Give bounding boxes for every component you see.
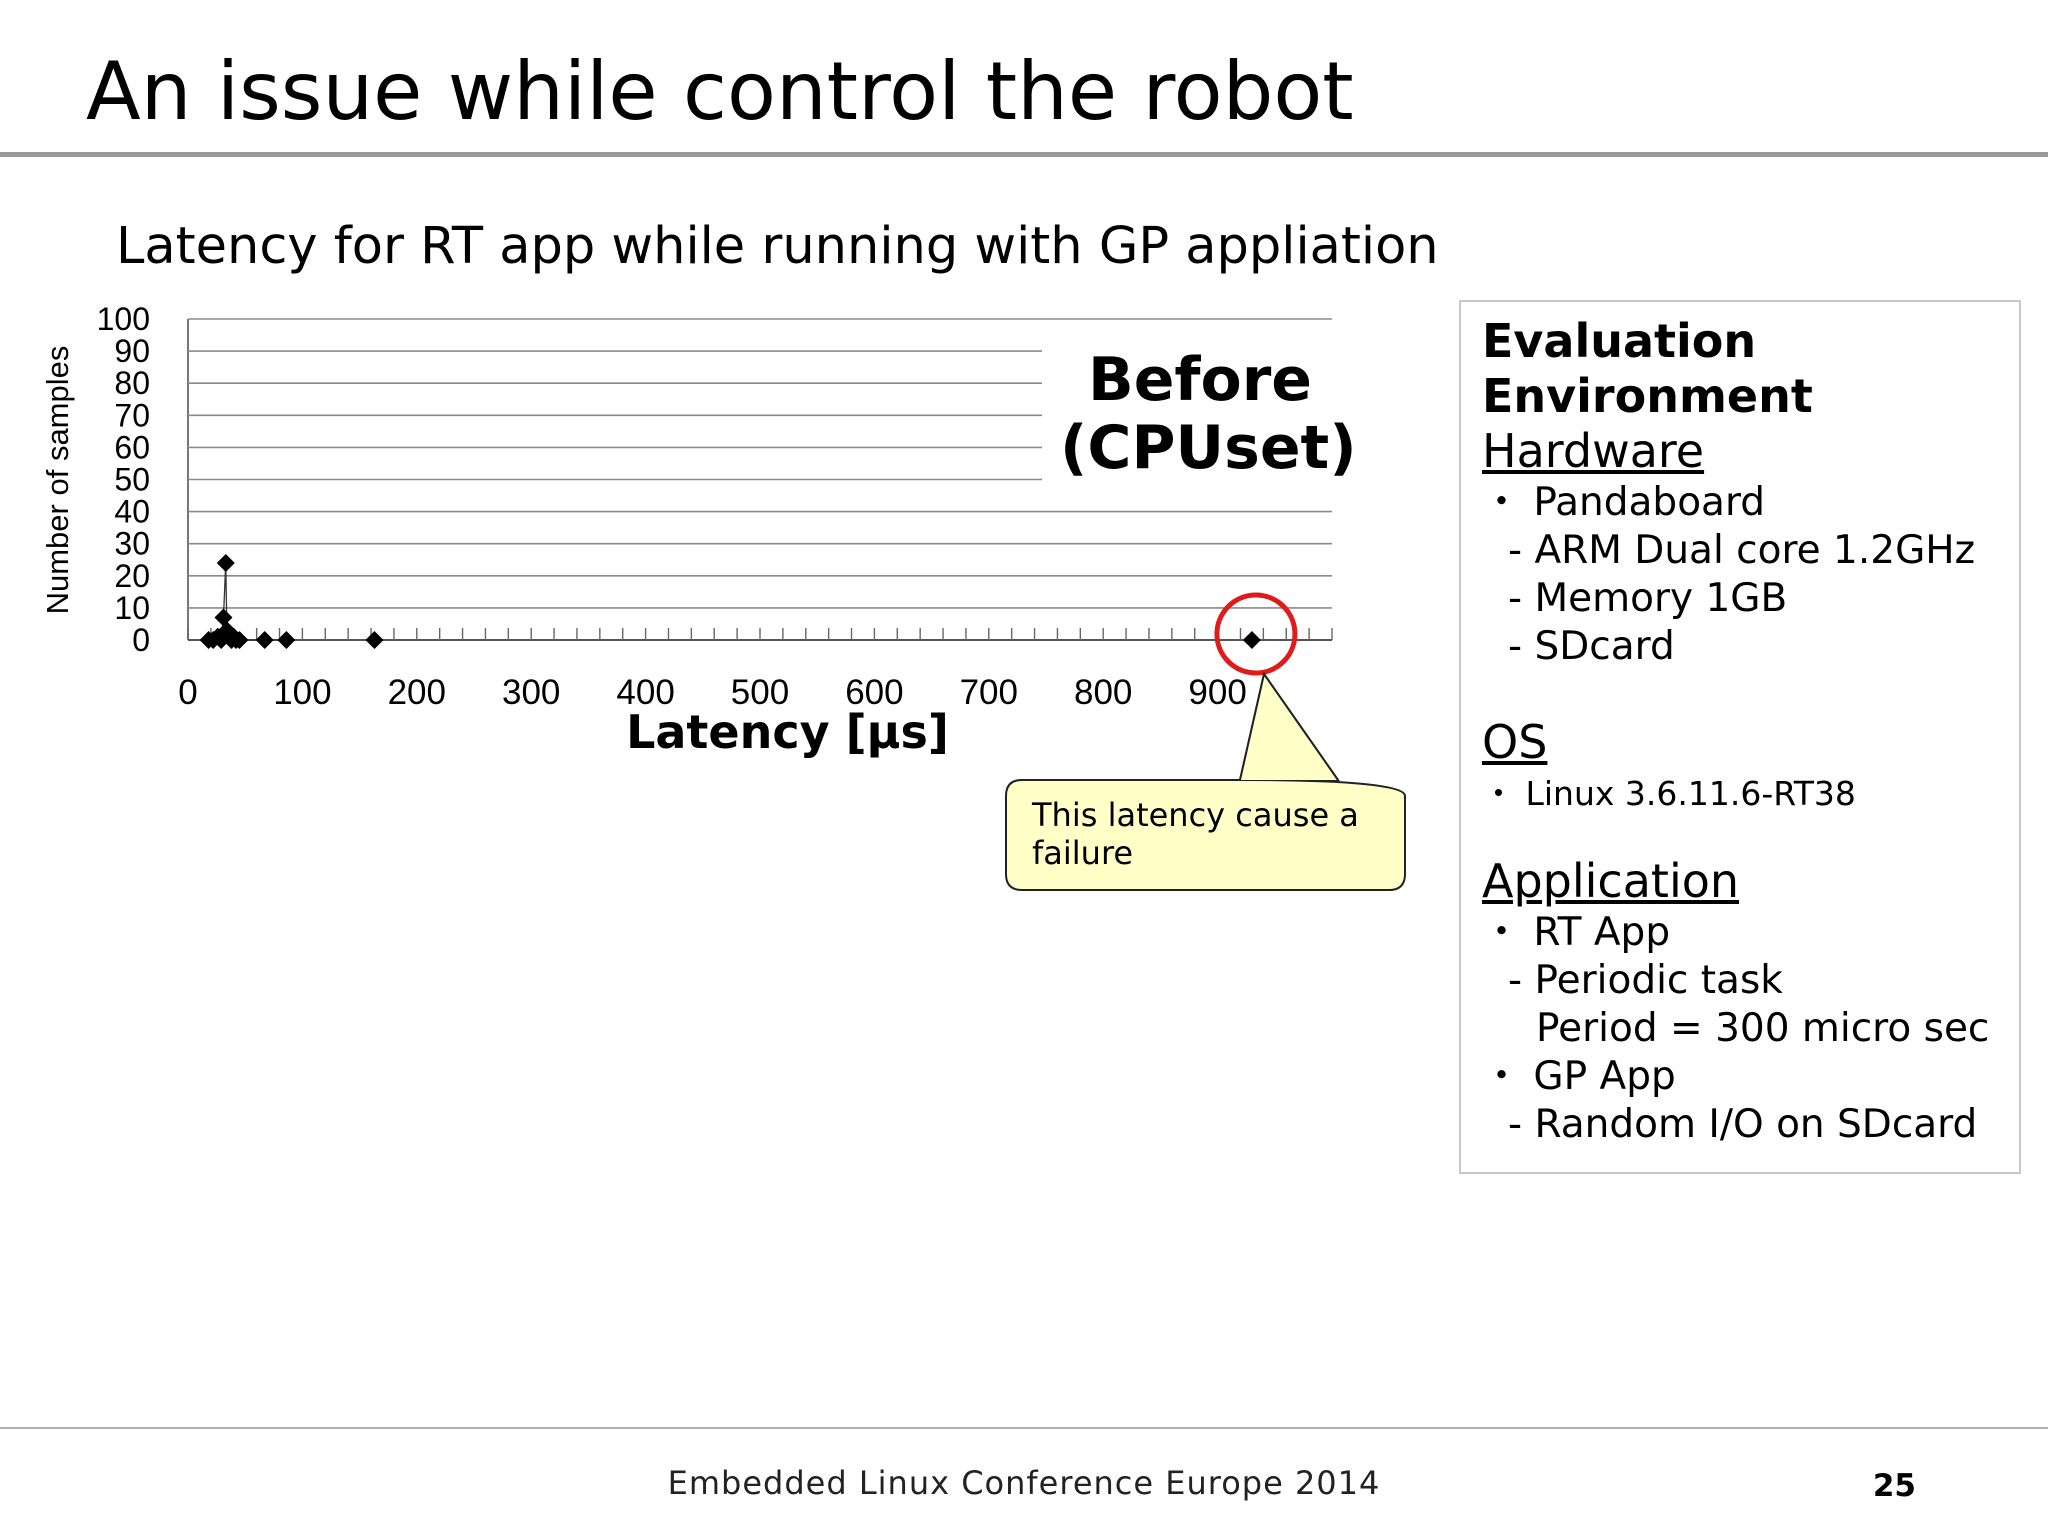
application-line: ・ GP App bbox=[1482, 1054, 1676, 1099]
x-tick-label: 400 bbox=[616, 673, 674, 712]
y-tick-label: 80 bbox=[114, 365, 150, 401]
y-tick-label: 60 bbox=[114, 429, 150, 465]
hardware-title: Hardware bbox=[1482, 424, 1705, 478]
x-tick-label: 0 bbox=[178, 673, 197, 712]
evaluation-environment-box: Evaluation Environment Hardware ・ Pandab… bbox=[1459, 300, 2021, 1174]
callout-bubble bbox=[1005, 671, 1406, 891]
hardware-line: - ARM Dual core 1.2GHz bbox=[1508, 528, 1976, 573]
footer-conference: Embedded Linux Conference Europe 2014 bbox=[667, 1464, 1381, 1502]
y-tick-label: 40 bbox=[114, 494, 150, 530]
y-tick-label: 100 bbox=[97, 301, 150, 337]
x-tick-label: 800 bbox=[1074, 673, 1132, 712]
data-point bbox=[230, 631, 249, 649]
title-divider bbox=[0, 152, 2048, 157]
before-label-line-2: (CPUset) bbox=[1060, 413, 1357, 483]
environment-heading: Evaluation Environment bbox=[1482, 314, 1813, 423]
x-tick-label: 900 bbox=[1188, 673, 1246, 712]
x-tick-label: 700 bbox=[960, 673, 1018, 712]
x-tick-label: 200 bbox=[388, 673, 446, 712]
spacer bbox=[1482, 671, 2019, 715]
before-cpuset-label: Before (CPUset) bbox=[1060, 345, 1357, 482]
chart-callout bbox=[1005, 592, 1406, 891]
chart-points bbox=[199, 553, 1261, 649]
data-point bbox=[216, 553, 235, 572]
hardware-line: - SDcard bbox=[1508, 624, 1675, 669]
y-tick-label: 30 bbox=[114, 526, 150, 562]
y-tick-label: 50 bbox=[114, 462, 150, 498]
y-tick-label: 70 bbox=[114, 397, 150, 433]
before-label-line-1: Before bbox=[1087, 345, 1313, 415]
y-tick-label: 90 bbox=[114, 333, 150, 369]
y-tick-label: 20 bbox=[114, 558, 150, 594]
application-line: - Random I/O on SDcard bbox=[1508, 1102, 1978, 1147]
chart-ticks bbox=[187, 628, 1333, 640]
x-tick-label: 300 bbox=[502, 673, 560, 712]
chart-title: Latency for RT app while running with GP… bbox=[116, 217, 1439, 276]
x-axis-label: Latency [μs] bbox=[626, 705, 949, 759]
chart-grid bbox=[187, 318, 1332, 641]
callout-pointer bbox=[1239, 671, 1339, 781]
x-tick-label: 500 bbox=[731, 673, 789, 712]
application-line: Period = 300 micro sec bbox=[1536, 1006, 1990, 1051]
x-tick-label: 600 bbox=[845, 673, 903, 712]
data-point bbox=[365, 631, 384, 649]
y-tick-label: 0 bbox=[132, 622, 150, 658]
hardware-line: ・ Pandaboard bbox=[1482, 480, 1766, 525]
os-line: ・ Linux 3.6.11.6-RT38 bbox=[1482, 774, 1856, 813]
hardware-line: - Memory 1GB bbox=[1508, 576, 1788, 621]
application-title: Application bbox=[1482, 854, 1740, 908]
spacer bbox=[1482, 818, 2019, 854]
application-line: - Periodic task bbox=[1508, 958, 1783, 1003]
data-point bbox=[255, 631, 274, 649]
y-tick-label: 10 bbox=[114, 590, 150, 626]
slide-title: An issue while control the robot bbox=[86, 45, 1354, 138]
callout-text: This latency cause a failure bbox=[1032, 796, 1359, 872]
highlight-circle bbox=[1214, 592, 1298, 676]
footer-divider bbox=[0, 1427, 2048, 1429]
x-tick-label: 100 bbox=[273, 673, 331, 712]
os-title: OS bbox=[1482, 715, 1548, 769]
data-point bbox=[277, 631, 296, 649]
data-point bbox=[214, 608, 233, 627]
application-line: ・ RT App bbox=[1482, 910, 1671, 955]
y-axis-label: Number of samples bbox=[40, 346, 75, 615]
page-number: 25 bbox=[1872, 1468, 1916, 1504]
data-point bbox=[1242, 631, 1261, 649]
